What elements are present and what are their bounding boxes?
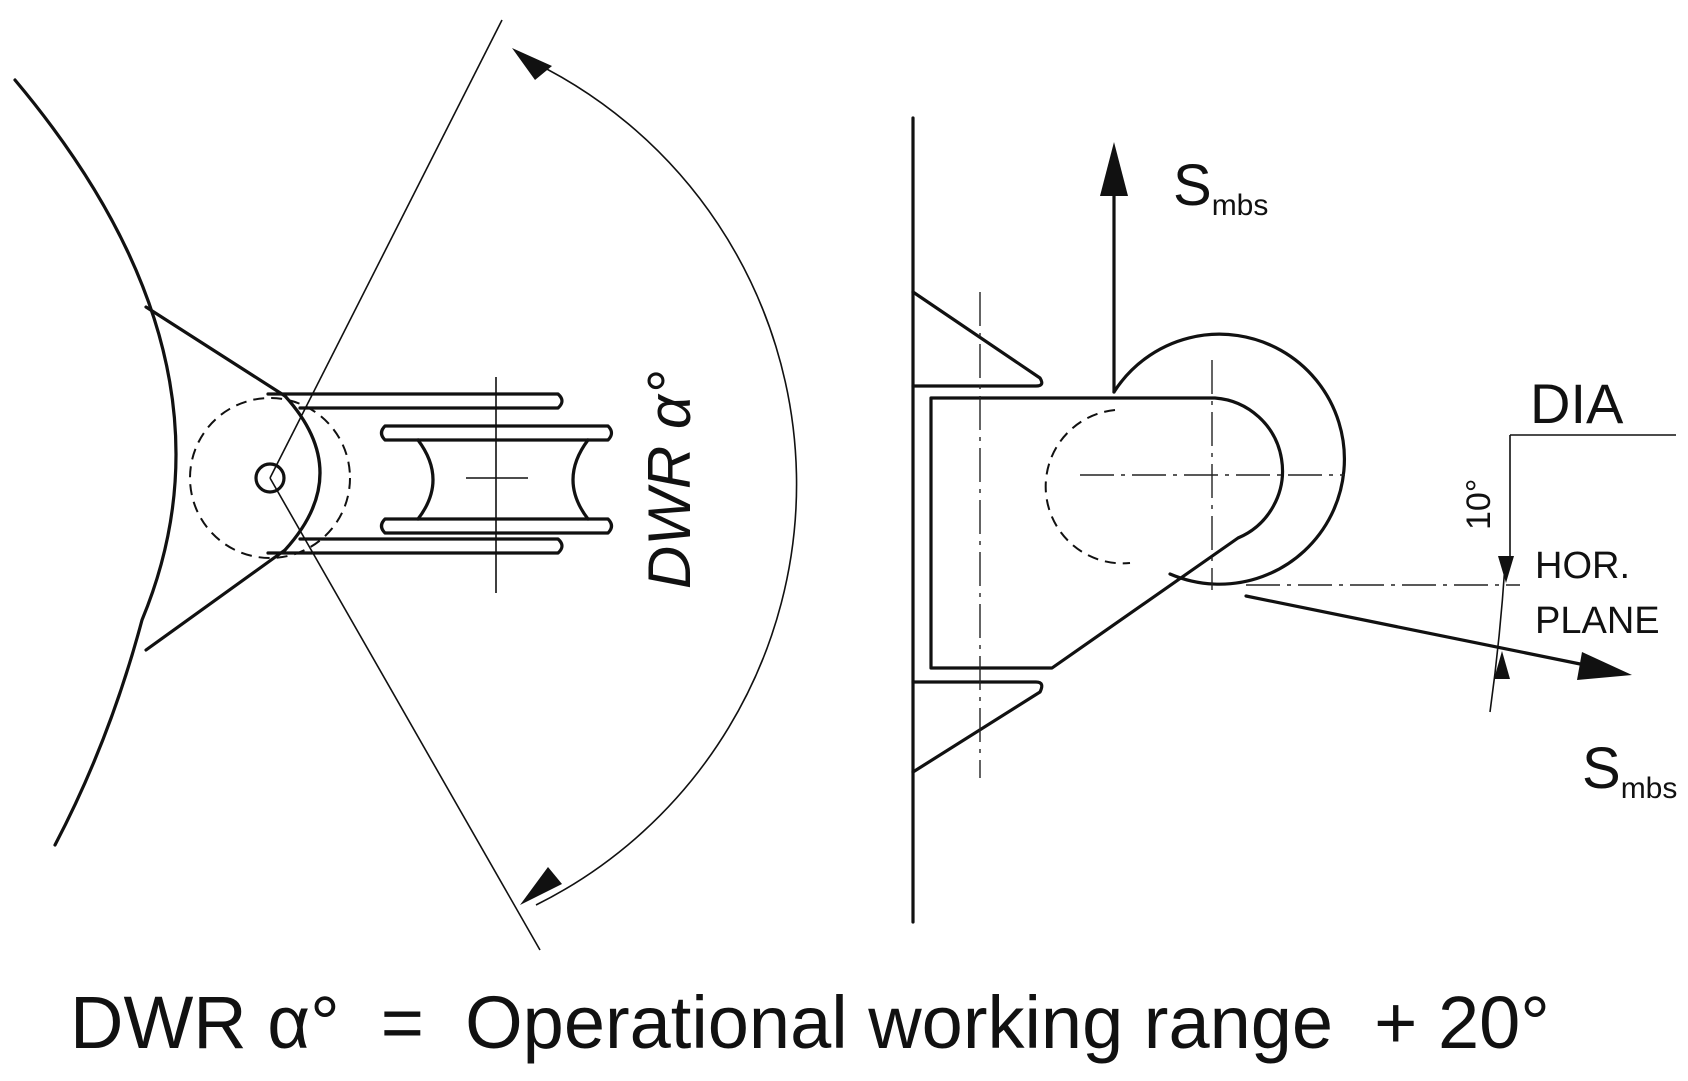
head-hidden-circle (1044, 409, 1131, 565)
swivel-head (1112, 332, 1347, 586)
sheave-centerlines (466, 377, 528, 593)
dwr-angle-label: DWR α° (636, 371, 703, 589)
force-out-main: S (1582, 736, 1621, 801)
side-view: Smbs Smbs DIA 10° HOR. PLANE (911, 116, 1677, 924)
angle-dimension-arc (1489, 564, 1506, 713)
plan-view: DWR α° (13, 19, 798, 951)
dwr-arrow-bottom (520, 867, 562, 905)
sheave-groove (416, 438, 590, 521)
dwr-limit-upper (269, 19, 503, 479)
angle-label: 10° (1460, 479, 1498, 530)
outer-plate-bottom (266, 537, 564, 555)
force-up-label: Smbs (1173, 153, 1268, 222)
bracket-nose (283, 394, 322, 552)
dwr-dimension-arc (517, 54, 798, 906)
force-out-shaft (1244, 594, 1592, 668)
angle-arrow-bottom (1494, 651, 1510, 679)
dia-label: DIA (1530, 372, 1624, 435)
dwr-arrow-top (512, 48, 552, 80)
base-plate (929, 396, 1285, 670)
hor-plane-label-1: HOR. (1535, 545, 1630, 587)
force-out-label: Smbs (1582, 736, 1677, 805)
force-out-sub: mbs (1621, 772, 1678, 805)
caption: DWR α° = Operational working range + 20° (70, 981, 1550, 1064)
top-gusset (911, 290, 1044, 388)
force-up-main: S (1173, 153, 1212, 218)
inner-plate-bottom (379, 517, 614, 535)
pivot-swing-circle (189, 397, 351, 559)
hull-arc (13, 78, 178, 847)
force-up-arrowhead (1100, 142, 1128, 196)
pivot-pin (254, 462, 286, 494)
outer-plate-top (266, 392, 564, 410)
dwr-limit-lower (269, 477, 541, 951)
inner-plate-top (379, 424, 614, 442)
dia-leader (1509, 434, 1676, 560)
bottom-gusset (911, 680, 1044, 774)
base-bracket (144, 305, 287, 652)
angle-arrow-top (1498, 556, 1514, 583)
force-up-sub: mbs (1212, 189, 1269, 222)
hor-plane-label-2: PLANE (1535, 600, 1660, 642)
force-out-arrowhead (1577, 652, 1632, 680)
